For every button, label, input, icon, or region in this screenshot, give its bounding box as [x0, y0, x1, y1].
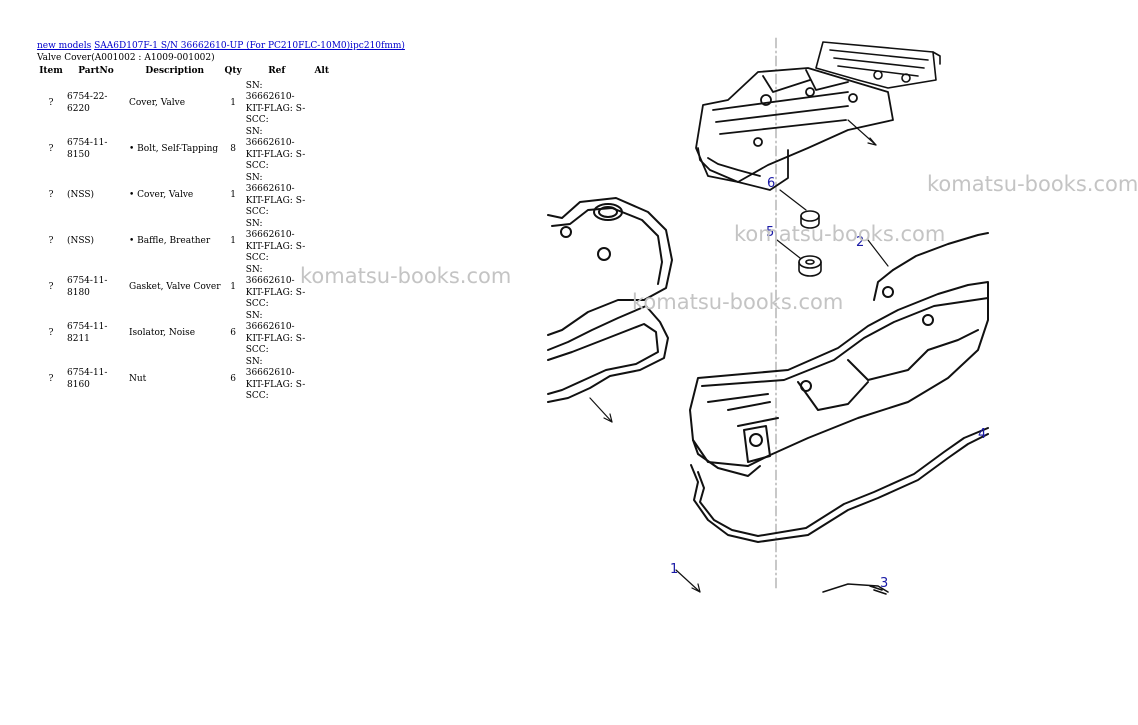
col-header-qty: Qty: [224, 66, 242, 76]
cell-description: • Cover, Valve: [129, 189, 194, 200]
valve-cover-left-drawing: [547, 197, 673, 403]
col-header-partno: PartNo: [78, 66, 114, 76]
cell-alt: [310, 127, 334, 173]
cell-ref: SN: 36662610-KIT-FLAG: S-SCC:: [245, 218, 306, 264]
valve-cover-main-drawing: [689, 281, 989, 477]
cell-alt: [310, 311, 334, 357]
table-row: ? 6754-22-6220 Cover, Valve 1 SN: 36662610-K…: [37, 81, 334, 127]
cell-alt: [310, 265, 334, 311]
cell-item: ?: [48, 97, 54, 108]
gasket-drawing: [690, 232, 989, 543]
table-row: ? 6754-11-8150 • Bolt, Self-Tapping 8 SN: 36…: [37, 127, 334, 173]
cell-qty: 1: [230, 235, 236, 246]
callout-3: 3: [880, 576, 888, 591]
cell-alt: [310, 219, 334, 265]
table-row: ? (NSS) • Baffle, Breather 1 SN: 36662610-KI…: [37, 219, 334, 265]
cell-alt: [310, 173, 334, 219]
cell-ref: SN: 36662610-KIT-FLAG: S-SCC:: [245, 126, 306, 172]
table-header-row: Item PartNo Description Qty Ref Alt: [37, 66, 334, 81]
cell-alt: [310, 81, 334, 127]
col-header-ref: Ref: [268, 66, 286, 76]
breadcrumb-link-new-models[interactable]: new models: [37, 41, 92, 51]
cell-partno: (NSS): [67, 189, 95, 200]
cell-description: Gasket, Valve Cover: [129, 281, 221, 292]
breather-baffle-drawing: [815, 41, 941, 89]
callout-4: 4: [978, 427, 986, 442]
col-header-alt: Alt: [314, 66, 330, 76]
isolator-drawing: [798, 255, 822, 277]
nut-drawing: [800, 210, 820, 229]
cell-partno: 6754-11-8160: [67, 368, 108, 390]
breadcrumb-link-model[interactable]: SAA6D107F-1 S/N 36662610-UP (For PC210FL…: [94, 41, 405, 51]
table-row: ? 6754-11-8180 Gasket, Valve Cover 1 SN: 366…: [37, 265, 334, 311]
cell-description: • Baffle, Breather: [129, 235, 211, 246]
table-row: ? 6754-11-8211 Isolator, Noise 6 SN: 3666261…: [37, 311, 334, 357]
cell-ref: SN: 36662610-KIT-FLAG: S-SCC:: [245, 264, 306, 310]
cell-qty: 1: [230, 189, 236, 200]
valve-cover-inner-drawing: [695, 67, 894, 191]
cell-ref: SN: 36662610-KIT-FLAG: S-SCC:: [245, 356, 306, 402]
cell-description: Isolator, Noise: [129, 327, 196, 338]
cell-ref: SN: 36662610-KIT-FLAG: S-SCC:: [245, 310, 306, 356]
parts-table: Item PartNo Description Qty Ref Alt ? 675…: [37, 66, 334, 403]
cell-item: ?: [48, 189, 54, 200]
col-header-description: Description: [145, 66, 205, 76]
callout-5: 5: [766, 225, 774, 240]
bolt-drawing: [822, 583, 889, 595]
cell-qty: 8: [230, 143, 236, 154]
cell-qty: 6: [230, 373, 236, 384]
cell-partno: 6754-11-8150: [67, 138, 108, 160]
cell-qty: 1: [230, 281, 236, 292]
cell-qty: 1: [230, 97, 236, 108]
cell-qty: 6: [230, 327, 236, 338]
cell-item: ?: [48, 327, 54, 338]
cell-item: ?: [48, 373, 54, 384]
breadcrumb: new models SAA6D107F-1 S/N 36662610-UP (…: [37, 40, 405, 64]
callout-1: 1: [670, 562, 678, 577]
cell-ref: SN: 36662610-KIT-FLAG: S-SCC:: [245, 80, 306, 126]
cell-description: Nut: [129, 373, 147, 384]
cell-item: ?: [48, 143, 54, 154]
cell-description: Cover, Valve: [129, 97, 186, 108]
page-subtitle: Valve Cover(A001002 : A1009-001002): [37, 53, 215, 63]
cell-partno: 6754-11-8180: [67, 276, 108, 298]
table-row: ? 6754-11-8160 Nut 6 SN: 36662610-KIT-FLAG: …: [37, 357, 334, 403]
callout-2: 2: [856, 235, 864, 250]
cell-alt: [310, 357, 334, 403]
cell-item: ?: [48, 281, 54, 292]
cell-partno: 6754-11-8211: [67, 322, 108, 344]
table-row: ? (NSS) • Cover, Valve 1 SN: 36662610-KIT-FL…: [37, 173, 334, 219]
cell-partno: 6754-22-6220: [67, 92, 108, 114]
cell-ref: SN: 36662610-KIT-FLAG: S-SCC:: [245, 172, 306, 218]
cell-partno: (NSS): [67, 235, 95, 246]
valve-cover-diagram: 1 2 3 4 5 6: [547, 37, 989, 595]
cell-item: ?: [48, 235, 54, 246]
callout-6: 6: [767, 176, 775, 191]
cell-description: • Bolt, Self-Tapping: [129, 143, 219, 154]
col-header-item: Item: [39, 66, 63, 76]
